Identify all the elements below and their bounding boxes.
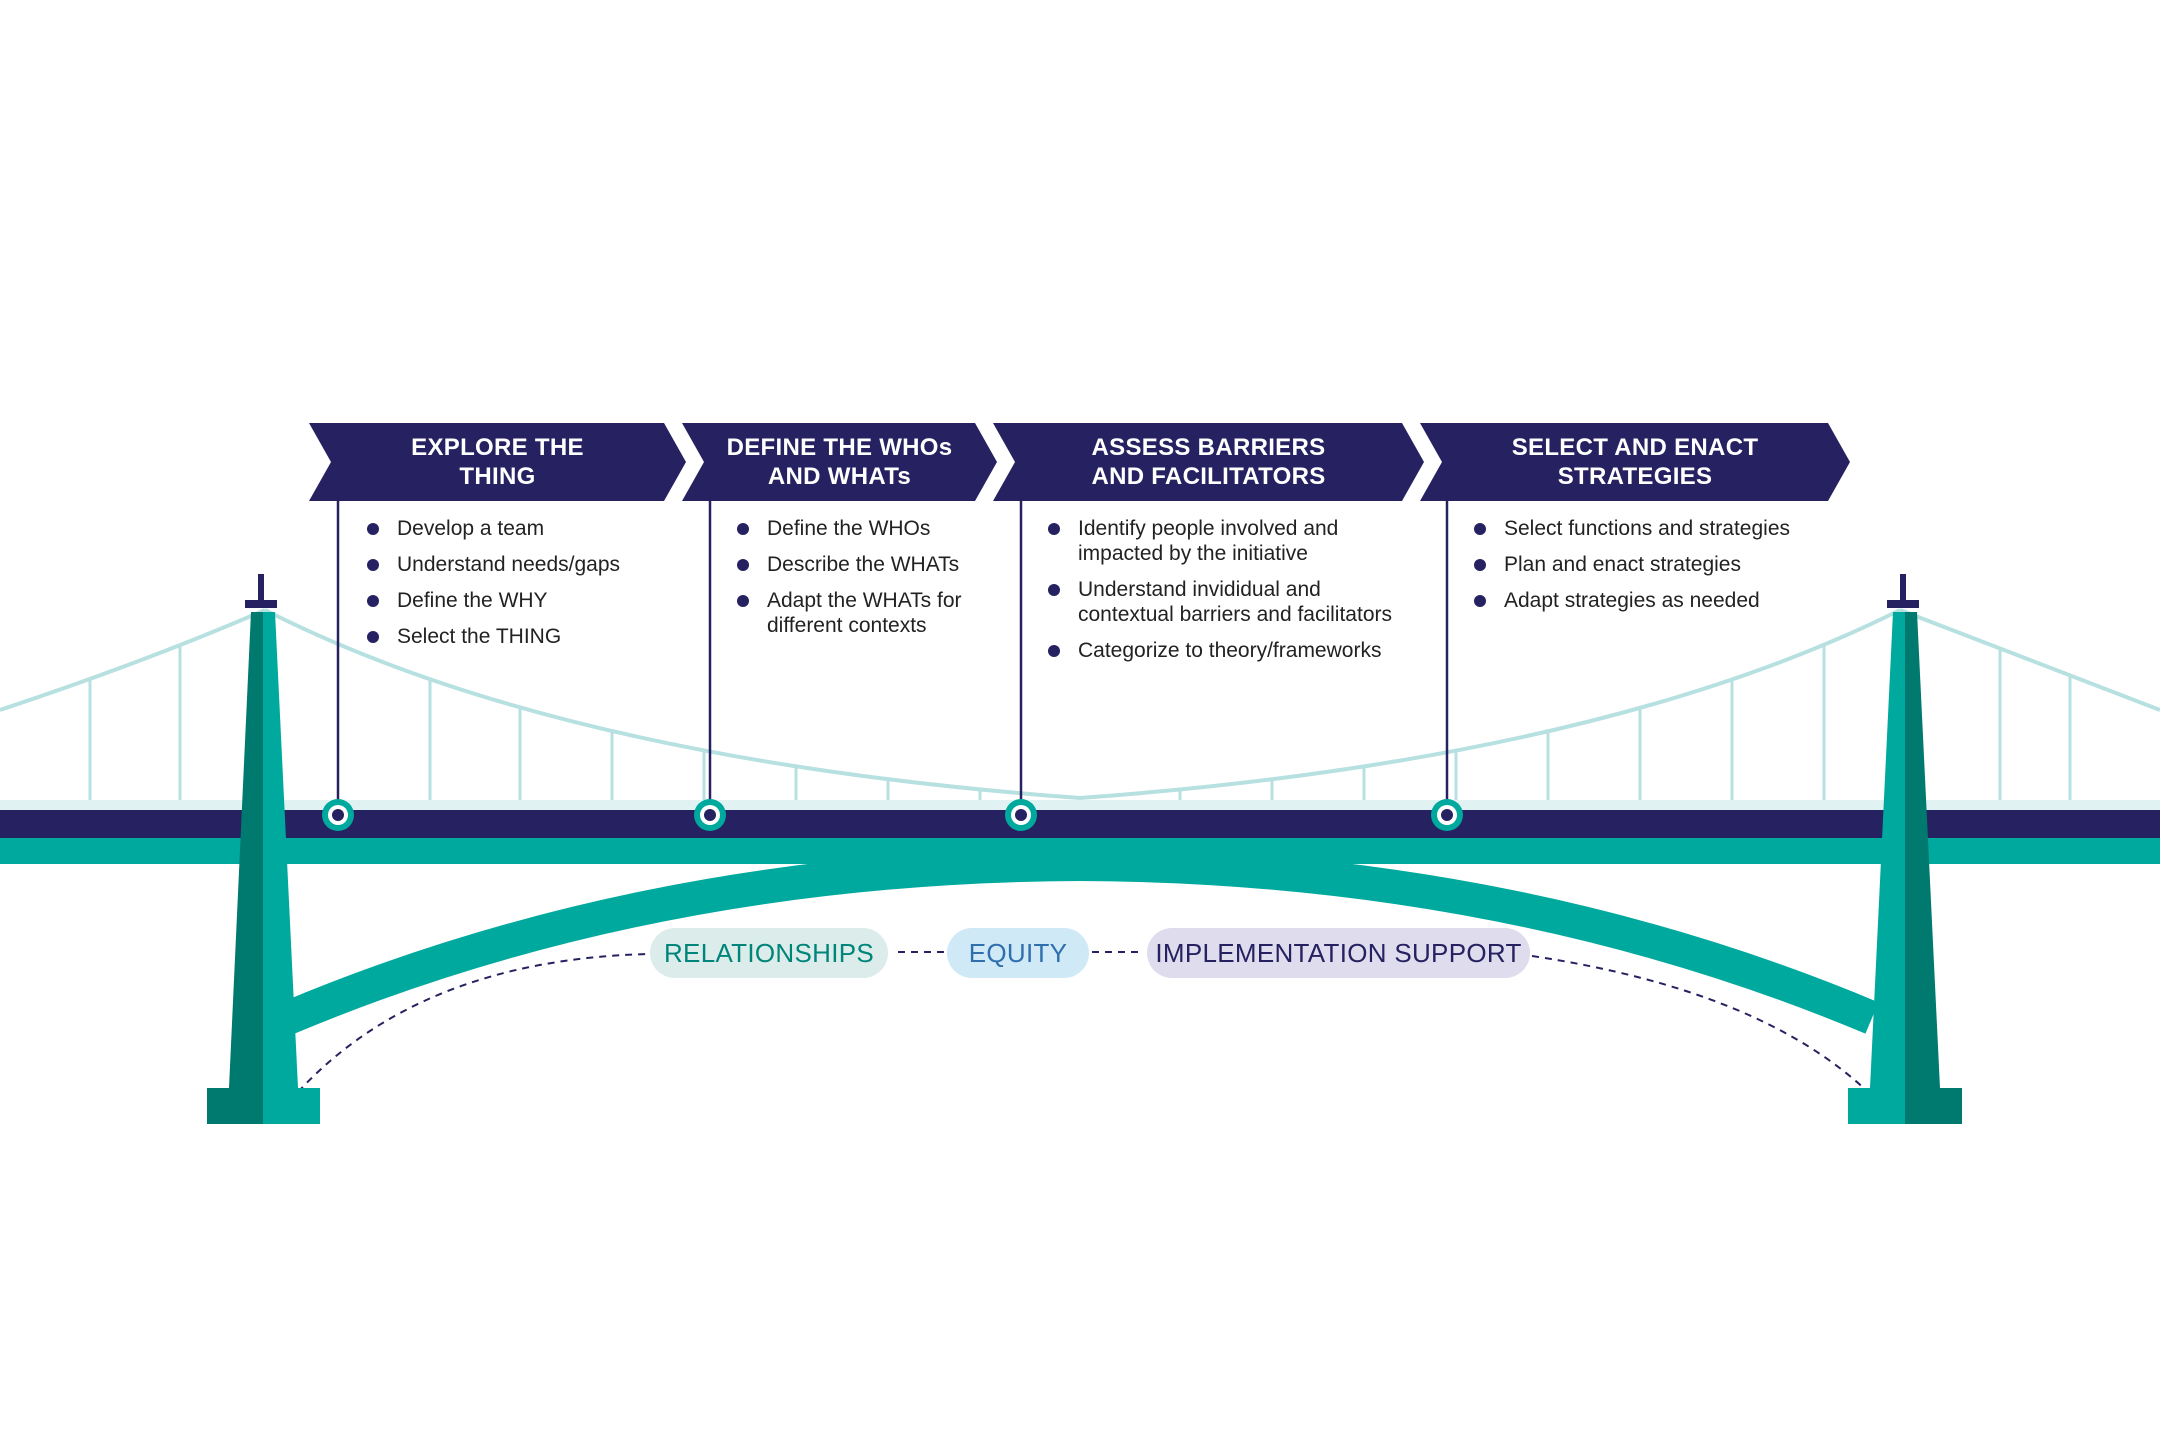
list-item: Define the WHY	[367, 588, 667, 613]
step-4-title-text: SELECT AND ENACT STRATEGIES	[1511, 434, 1759, 490]
step-4-title: SELECT AND ENACT STRATEGIES	[1442, 423, 1828, 501]
list-item: Identify people involved and impacted by…	[1048, 516, 1448, 566]
step-4-chevron	[1420, 423, 1850, 501]
step-2-bullets: Define the WHOs Describe the WHATs Adapt…	[737, 516, 1017, 649]
list-item: Plan and enact strategies	[1474, 552, 1854, 577]
step-4-marker	[1431, 799, 1463, 831]
list-item: Understand invididual and contextual bar…	[1048, 577, 1448, 627]
list-item: Adapt strategies as needed	[1474, 588, 1854, 613]
step-2-title-text: DEFINE THE WHOs AND WHATs	[726, 434, 953, 490]
step-1-marker	[322, 799, 354, 831]
list-item: Select functions and strategies	[1474, 516, 1854, 541]
step-3-title: ASSESS BARRIERS AND FACILITATORS	[1015, 423, 1402, 501]
deck-top-rail	[0, 800, 2160, 810]
deck-road	[0, 810, 2160, 838]
list-item: Define the WHOs	[737, 516, 1017, 541]
list-item: Adapt the WHATs for different contexts	[737, 588, 1017, 638]
step-3-marker	[1005, 799, 1037, 831]
deck-markers	[322, 799, 1463, 831]
list-item: Understand needs/gaps	[367, 552, 667, 577]
step-2-title: DEFINE THE WHOs AND WHATs	[704, 423, 975, 501]
step-1-bullets: Develop a team Understand needs/gaps Def…	[367, 516, 667, 660]
step-2-chevron	[682, 423, 997, 501]
equity-pill: EQUITY	[947, 928, 1089, 978]
step-banners	[309, 423, 1850, 501]
list-item: Categorize to theory/frameworks	[1048, 638, 1448, 663]
suspension-cables	[0, 608, 2160, 801]
support-arch	[281, 846, 1879, 1034]
left-tower	[207, 574, 320, 1124]
step-3-chevron	[993, 423, 1424, 501]
step-connectors	[336, 501, 1449, 800]
hangers	[88, 644, 2072, 800]
step-4-bullets: Select functions and strategies Plan and…	[1474, 516, 1854, 624]
relationships-pill: RELATIONSHIPS	[650, 928, 888, 978]
main-cable-left-outer	[0, 608, 266, 712]
step-1-title-text: EXPLORE THE THING	[411, 434, 584, 490]
step-1-title: EXPLORE THE THING	[331, 423, 664, 501]
list-item: Develop a team	[367, 516, 667, 541]
step-3-bullets: Identify people involved and impacted by…	[1048, 516, 1448, 674]
list-item: Select the THING	[367, 624, 667, 649]
step-1-chevron	[309, 423, 686, 501]
implementation-support-pill: IMPLEMENTATION SUPPORT	[1147, 928, 1530, 978]
foundation-arc-right	[1531, 955, 1869, 1093]
main-cable-center	[264, 608, 1901, 801]
list-item: Describe the WHATs	[737, 552, 1017, 577]
right-tower	[1848, 574, 1962, 1124]
step-2-marker	[694, 799, 726, 831]
main-cable-right-outer	[1899, 608, 2160, 712]
foundation-arc-left	[297, 953, 649, 1093]
step-3-title-text: ASSESS BARRIERS AND FACILITATORS	[1091, 434, 1326, 490]
